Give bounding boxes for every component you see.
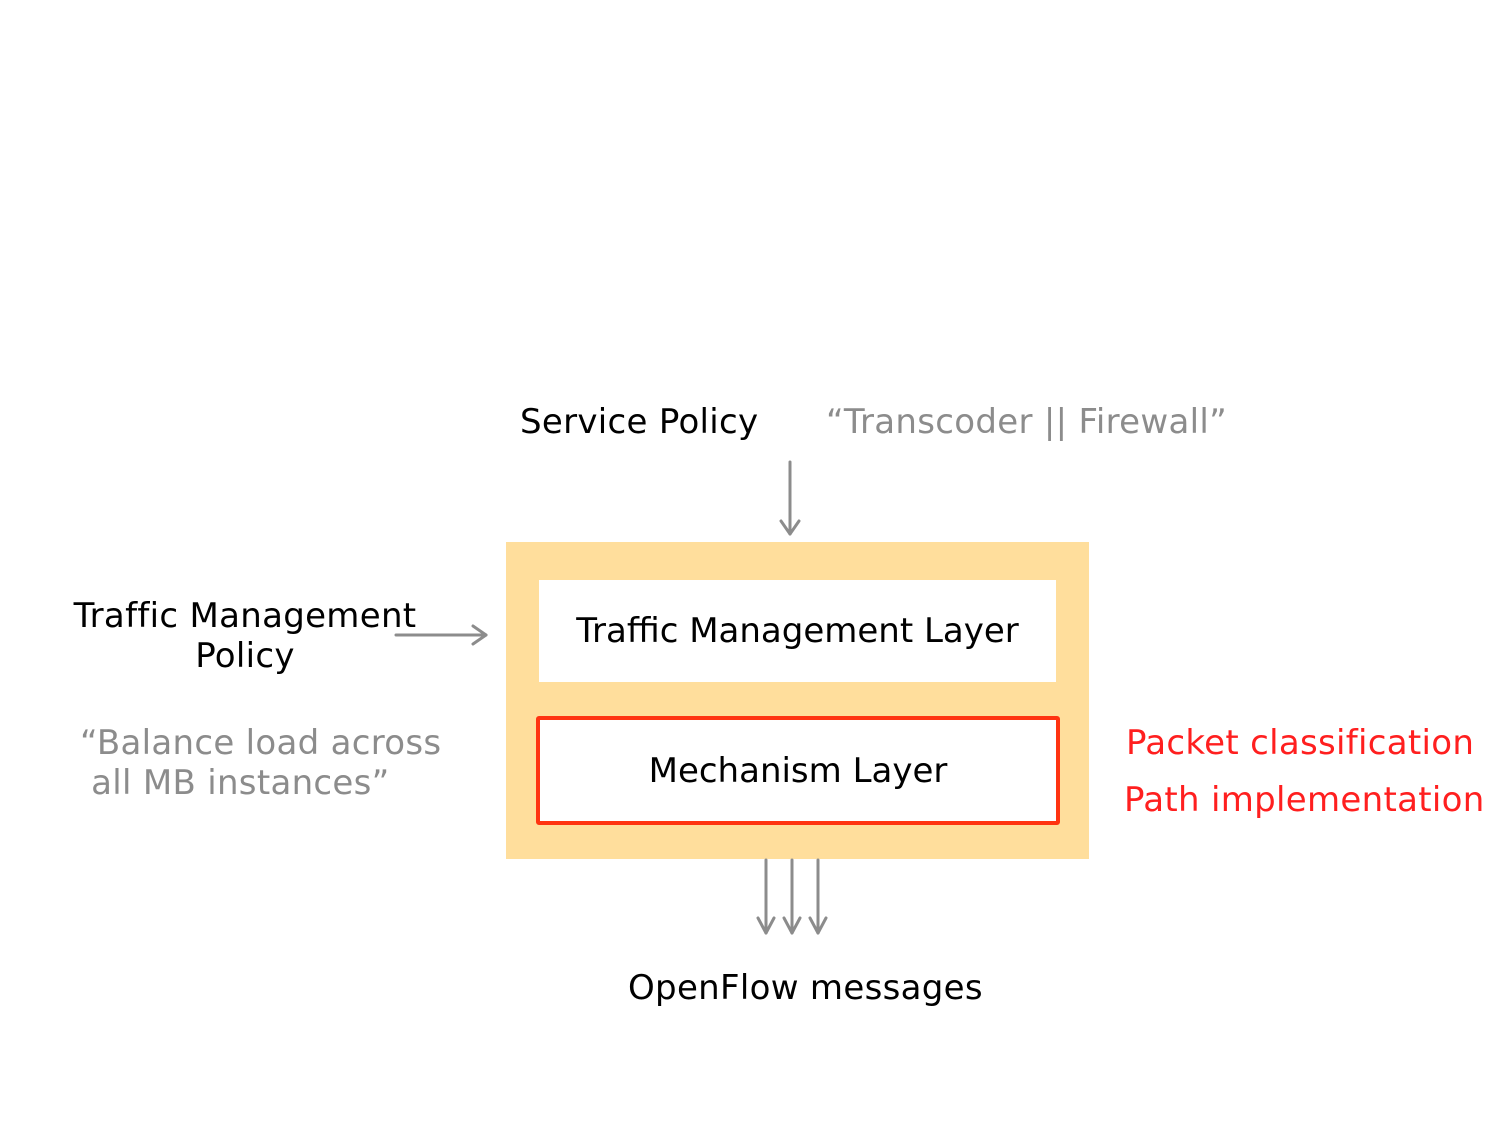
openflow-messages-label: OpenFlow messages bbox=[628, 968, 983, 1008]
openflow-arrow-1 bbox=[756, 858, 776, 935]
traffic-management-layer-label: Traffic Management Layer bbox=[576, 611, 1019, 651]
openflow-arrow-2 bbox=[782, 858, 802, 935]
service-policy-label: Service Policy bbox=[520, 402, 759, 442]
traffic-management-policy-line1: Traffic Management bbox=[73, 596, 417, 636]
traffic-management-example-line1: “Balance load across bbox=[80, 723, 442, 763]
traffic-management-example-line2: all MB instances” bbox=[80, 763, 390, 803]
mechanism-layer: Mechanism Layer bbox=[536, 716, 1060, 825]
path-implementation-label: Path implementation bbox=[1124, 780, 1485, 820]
mechanism-layer-label: Mechanism Layer bbox=[648, 750, 948, 791]
traffic-management-policy-line2: Policy bbox=[195, 636, 295, 676]
openflow-arrow-3 bbox=[808, 858, 828, 935]
packet-classification-label: Packet classification bbox=[1126, 723, 1475, 763]
traffic-management-layer: Traffic Management Layer bbox=[539, 580, 1056, 682]
traffic-management-policy-example: “Balance load across all MB instances” bbox=[80, 723, 442, 803]
traffic-management-policy-label: Traffic Management Policy bbox=[70, 596, 420, 676]
service-policy-arrow bbox=[779, 460, 801, 536]
service-policy-example: “Transcoder || Firewall” bbox=[826, 402, 1227, 442]
